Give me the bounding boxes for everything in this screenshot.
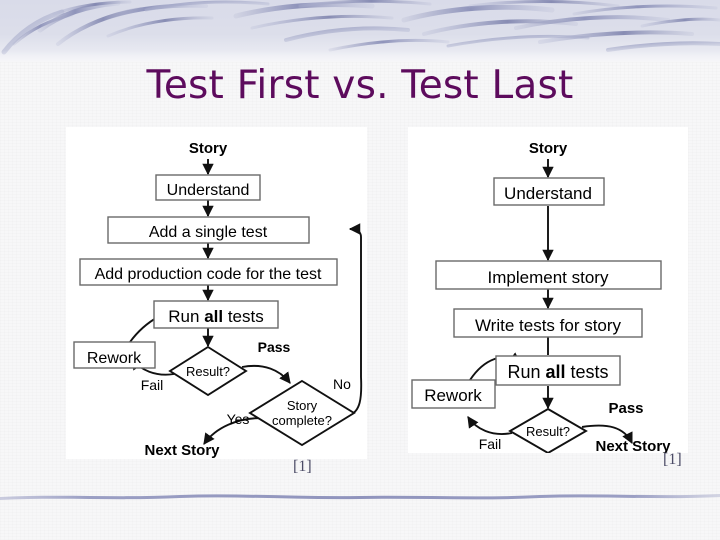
left-node-understand: Understand — [167, 182, 250, 199]
left-run-bold: all — [204, 307, 223, 326]
citation-left: [1] — [293, 458, 312, 475]
right-node-rework: Rework — [424, 386, 482, 405]
left-node-story: Story — [189, 140, 228, 157]
right-node-implement-story: Implement story — [488, 268, 609, 287]
header-decoration-band — [0, 0, 720, 62]
left-run-prefix: Run — [168, 307, 204, 326]
left-node-rework: Rework — [87, 350, 142, 367]
right-node-next-story: Next Story — [595, 438, 671, 453]
diagram-test-last: Story Understand Implement story Write t… — [408, 127, 688, 453]
left-node-story-complete-line2: complete? — [272, 413, 332, 428]
left-node-add-single-test: Add a single test — [149, 224, 268, 241]
right-edge-label-fail: Fail — [479, 436, 502, 452]
right-node-run-all-tests: Run all tests — [507, 362, 608, 382]
left-node-add-production-code: Add production code for the test — [95, 266, 322, 283]
left-node-story-complete-line1: Story — [287, 398, 318, 413]
right-run-prefix: Run — [507, 362, 545, 382]
left-node-result: Result? — [186, 364, 230, 379]
right-run-bold: all — [546, 362, 566, 382]
left-edge-label-no: No — [333, 376, 351, 392]
right-edge-label-pass: Pass — [608, 400, 643, 417]
left-node-next-story: Next Story — [144, 442, 220, 459]
left-edge-label-fail: Fail — [141, 377, 164, 393]
left-node-run-all-tests: Run all tests — [168, 307, 263, 326]
left-edge-label-yes: Yes — [227, 411, 250, 427]
right-node-write-tests-for-story: Write tests for story — [475, 316, 622, 335]
footer-decoration-rule — [0, 488, 720, 500]
page-title: Test First vs. Test Last — [146, 63, 574, 108]
left-run-suffix: tests — [223, 307, 264, 326]
right-node-story: Story — [529, 140, 568, 157]
left-edge-label-pass: Pass — [258, 339, 291, 355]
right-node-understand: Understand — [504, 184, 592, 203]
diagram-test-first: Story Understand Add a single test Add p… — [66, 127, 367, 459]
citation-right: [1] — [663, 451, 682, 468]
right-run-suffix: tests — [566, 362, 609, 382]
right-node-result: Result? — [526, 424, 570, 439]
